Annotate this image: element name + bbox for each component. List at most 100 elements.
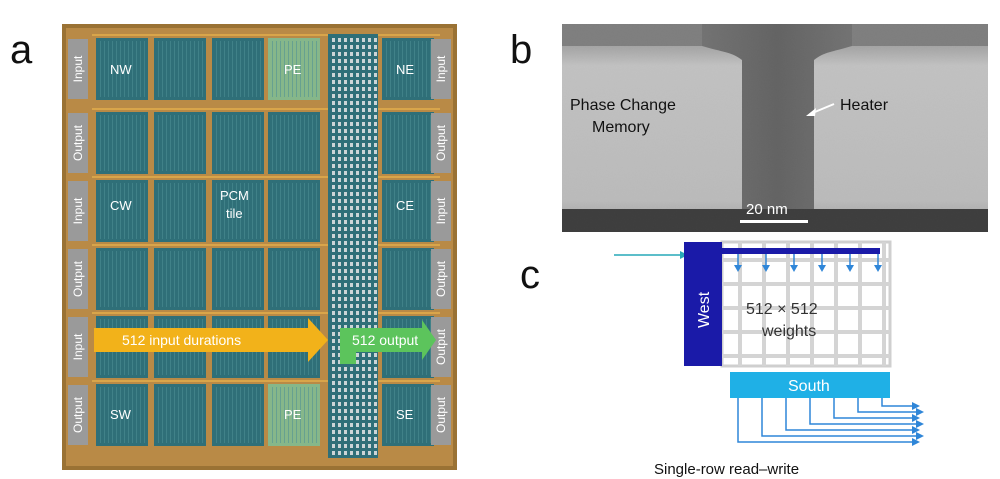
tile-texture [100, 251, 101, 307]
stripe-dash [374, 199, 377, 203]
material-label-line2: Memory [592, 119, 650, 136]
stripe-dash [344, 325, 347, 329]
stripe-dash [338, 87, 341, 91]
tile-texture [174, 115, 175, 171]
tile-texture [316, 41, 317, 97]
stripe-dash [374, 129, 377, 133]
stripe-dash [350, 367, 353, 371]
side-tab [68, 385, 88, 445]
tile-texture [308, 251, 309, 307]
output-line [785, 398, 912, 431]
stripe-dash [350, 122, 353, 126]
tile-texture [140, 115, 141, 171]
stripe-dash [362, 115, 365, 119]
tile-texture [288, 183, 289, 239]
stripe-dash [350, 283, 353, 287]
stripe-dash [350, 94, 353, 98]
stripe-dash [374, 59, 377, 63]
stripe-dash [362, 136, 365, 140]
stripe-dash [362, 108, 365, 112]
row-read-arrows [734, 254, 882, 272]
south-label: South [788, 378, 830, 395]
stripe-dash [332, 234, 335, 238]
stripe-dash [368, 276, 371, 280]
stripe-dash [332, 241, 335, 245]
stripe-dash [332, 192, 335, 196]
stripe-dash [344, 255, 347, 259]
stripe-dash [344, 402, 347, 406]
stripe-dash [332, 185, 335, 189]
stripe-dash [362, 395, 365, 399]
stripe-dash [374, 178, 377, 182]
stripe-dash [374, 437, 377, 441]
tile-texture [144, 115, 145, 171]
stripe-dash [374, 444, 377, 448]
tile-texture [410, 115, 411, 171]
tile-texture [280, 387, 281, 443]
stripe-dash [368, 297, 371, 301]
stripe-dash [338, 199, 341, 203]
tile-texture [220, 115, 221, 171]
side-tab [68, 249, 88, 309]
stripe-dash [344, 444, 347, 448]
tile-texture [186, 115, 187, 171]
tile-texture [162, 183, 163, 239]
tile-texture [418, 387, 419, 443]
stripe-dash [356, 192, 359, 196]
tile-texture [300, 183, 301, 239]
tile-texture [186, 183, 187, 239]
tile-texture [228, 251, 229, 307]
tile-texture [236, 251, 237, 307]
weights-label-line1: 512 × 512 [746, 301, 818, 318]
stripe-dash [332, 220, 335, 224]
stripe-dash [332, 395, 335, 399]
stripe-dash [350, 59, 353, 63]
stripe-dash [362, 192, 365, 196]
tile-texture [276, 387, 277, 443]
stripe-dash [368, 227, 371, 231]
stripe-dash [356, 80, 359, 84]
tile-texture [410, 183, 411, 239]
stripe-dash [356, 227, 359, 231]
output-arrow-head [916, 432, 924, 440]
stripe-dash [362, 59, 365, 63]
tile-texture [244, 41, 245, 97]
stripe-dash [338, 430, 341, 434]
stripe-dash [356, 451, 359, 455]
tile-texture [260, 387, 261, 443]
stripe-dash [374, 430, 377, 434]
stripe-dash [338, 80, 341, 84]
side-label-right: Output [434, 260, 448, 297]
tile-texture [260, 251, 261, 307]
tile-texture [300, 115, 301, 171]
stripe-dash [356, 38, 359, 42]
stripe-dash [374, 234, 377, 238]
tile-texture [162, 115, 163, 171]
stripe-dash [338, 283, 341, 287]
stripe-dash [350, 129, 353, 133]
tile-texture [292, 41, 293, 97]
stripe-dash [332, 206, 335, 210]
tile-texture [144, 387, 145, 443]
tile-texture [132, 387, 133, 443]
tile-texture [124, 41, 125, 97]
stripe-dash [374, 80, 377, 84]
stripe-dash [338, 290, 341, 294]
stripe-dash [374, 395, 377, 399]
stripe-dash [332, 381, 335, 385]
stripe-dash [356, 360, 359, 364]
stripe-dash [356, 311, 359, 315]
stripe-dash [338, 367, 341, 371]
stripe-dash [344, 136, 347, 140]
crossbar-diagram: West 512 × 512 weights South Single-row … [614, 240, 924, 478]
stripe-dash [338, 150, 341, 154]
stripe-dash [350, 318, 353, 322]
side-label-left: Output [71, 396, 85, 433]
tile-texture [220, 387, 221, 443]
stripe-dash [332, 304, 335, 308]
scale-bar [740, 220, 808, 223]
tile-texture [304, 115, 305, 171]
tile-texture [414, 183, 415, 239]
tile-texture [116, 183, 117, 239]
stripe-dash [356, 395, 359, 399]
